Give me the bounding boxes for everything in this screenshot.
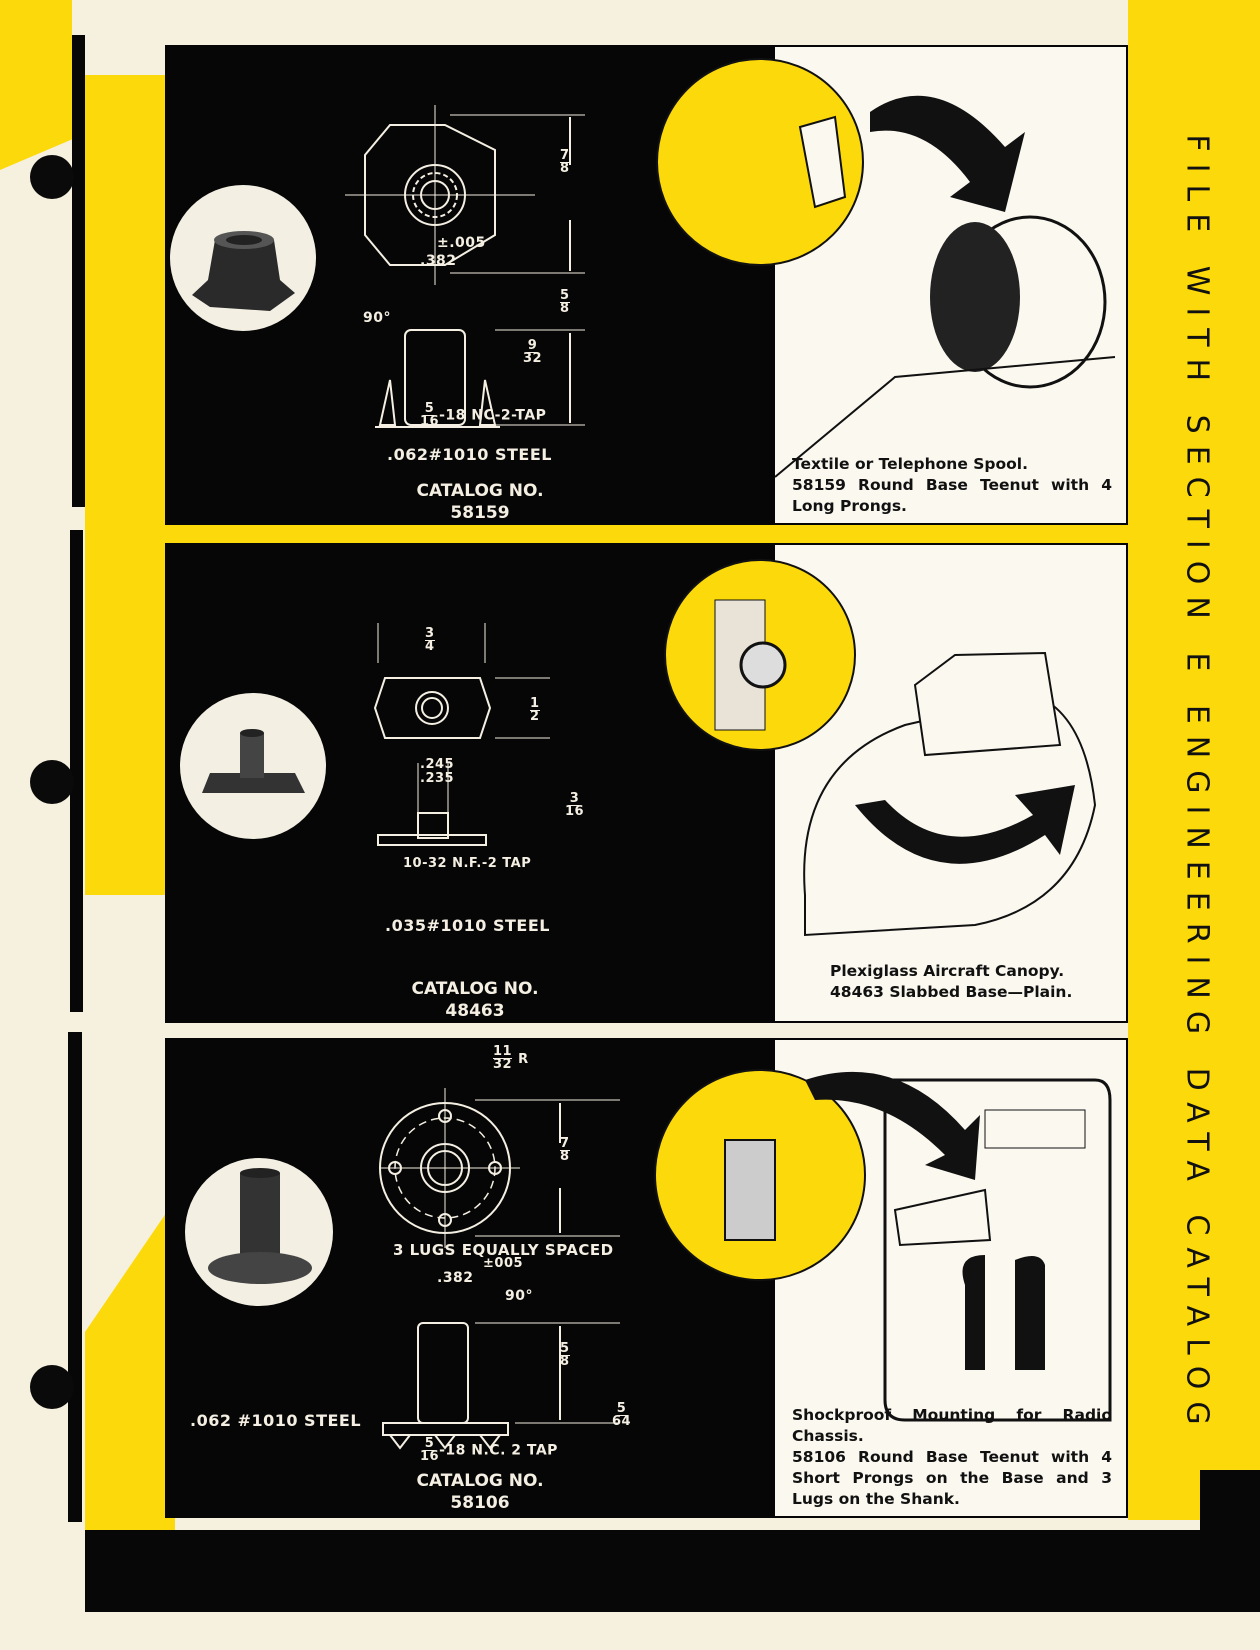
dim-tap: 10-32 N.F.-2 TAP (403, 856, 532, 871)
left-black-bar-1 (72, 35, 85, 507)
material-spec: .035#1010 STEEL (385, 916, 550, 935)
application-caption: Plexiglass Aircraft Canopy.48463 Slabbed… (830, 962, 1073, 1001)
aircraft-canopy-illustration (664, 559, 1097, 937)
divider-band-2 (165, 1022, 1128, 1038)
section-label: FILE WITH SECTION E ENGINEERING DATA CAT… (1179, 133, 1215, 1437)
technical-drawing (345, 105, 585, 428)
product-photo (180, 693, 326, 839)
dim-width: .382 (420, 253, 457, 269)
material-spec: .062 #1010 STEEL (190, 1411, 362, 1430)
left-black-bar-3 (68, 1032, 82, 1522)
dim-tolerance: ±005 (483, 1256, 524, 1271)
binder-hole-3 (30, 1365, 74, 1409)
material-spec: .062#1010 STEEL (387, 445, 552, 464)
right-black-corner (1200, 1470, 1260, 1550)
bottom-black-band (85, 1530, 1260, 1612)
application-illustration: Plexiglass Aircraft Canopy.48463 Slabbed… (664, 545, 1126, 1021)
lugs-note: 3 LUGS EQUALLY SPACED (393, 1241, 614, 1259)
catalog-number: CATALOG NO.58106 (416, 1471, 544, 1513)
spool-illustration (656, 58, 1116, 478)
radio-chassis-illustration (654, 1069, 1112, 1422)
left-yellow-strip (0, 0, 72, 170)
application-illustration: Textile or Telephone Spool.58159 Round B… (656, 47, 1126, 523)
dim-width: .382 (437, 1270, 474, 1286)
technical-drawing (373, 623, 550, 846)
application-caption: Textile or Telephone Spool.58159 Round B… (792, 455, 1112, 515)
dim-angle: 90° (363, 310, 391, 326)
catalog-number: CATALOG NO.58159 (416, 481, 544, 523)
teenut-prong-photo-icon (192, 231, 295, 311)
binder-hole-2 (30, 760, 74, 804)
application-caption: Shockproof Mounting for Radio Chassis.58… (792, 1406, 1112, 1508)
dim-angle: 90° (505, 1288, 533, 1304)
dim-shank-max: .245 (420, 757, 455, 772)
binder-hole-1 (30, 155, 74, 199)
product-photo (170, 185, 316, 331)
divider-band-1 (165, 523, 1128, 543)
left-yellow-column-bottom (85, 1200, 175, 1530)
dim-shank-min: .235 (420, 771, 455, 786)
lug-teenut-photo-icon (208, 1168, 312, 1284)
right-yellow-strip (1128, 0, 1260, 1520)
left-yellow-column (85, 75, 175, 895)
technical-drawing (379, 1088, 620, 1450)
left-black-bar-2 (70, 530, 83, 1012)
catalog-number: CATALOG NO.48463 (411, 979, 539, 1021)
dim-tolerance: ±.005 (437, 235, 486, 251)
product-photo (185, 1158, 333, 1306)
slabbed-teenut-photo-icon (202, 729, 305, 793)
application-illustration: Shockproof Mounting for Radio Chassis.58… (654, 1040, 1126, 1516)
